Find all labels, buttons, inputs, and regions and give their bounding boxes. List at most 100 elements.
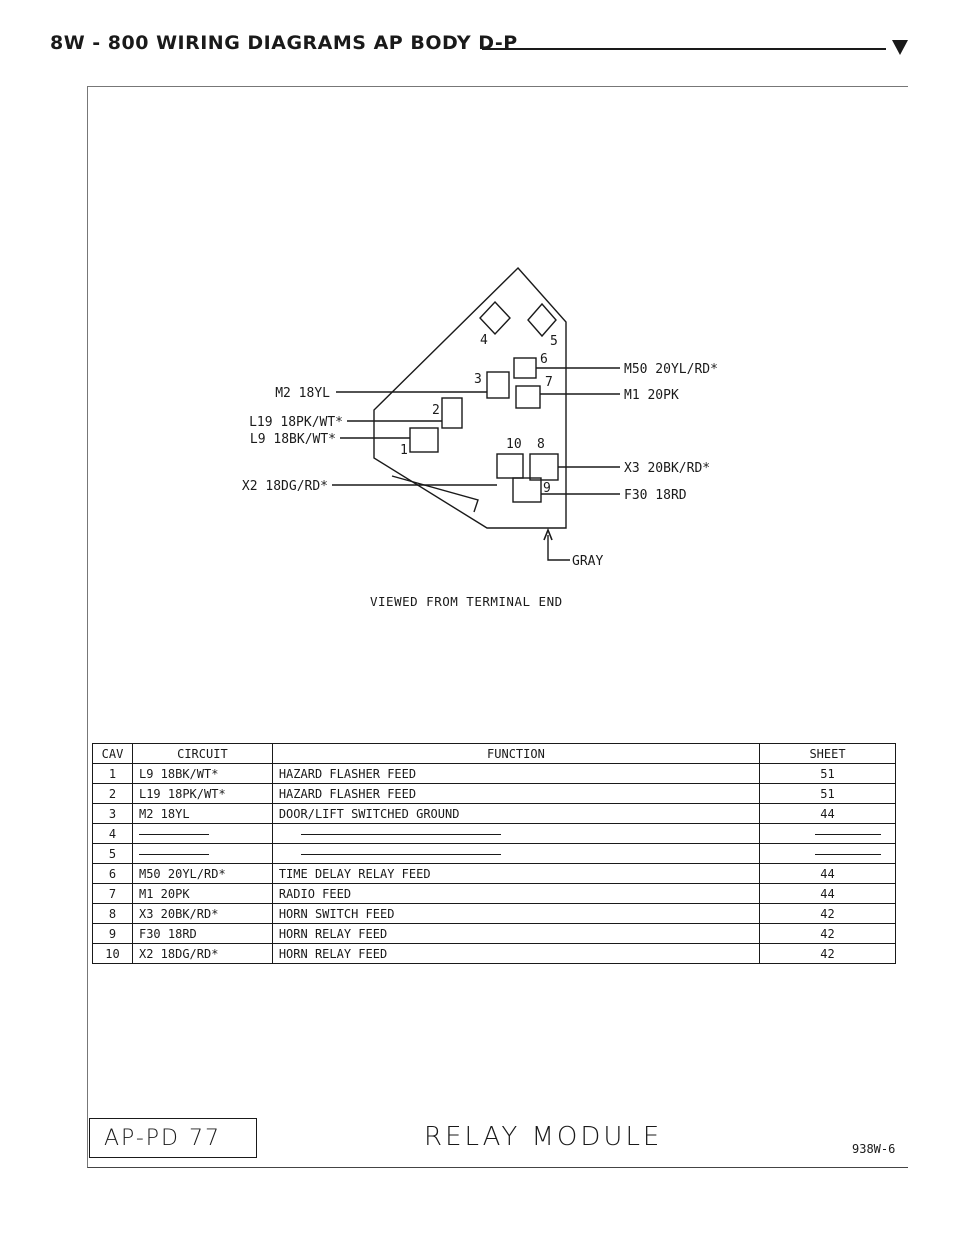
- table-row: 6 M50 20YL/RD* TIME DELAY RELAY FEED 44: [92, 863, 896, 884]
- cav-cell: 5: [92, 843, 133, 864]
- cavity-1: [409, 427, 439, 453]
- sheet-cell: 42: [759, 903, 896, 924]
- circuit-cell: M2 18YL: [131, 803, 273, 824]
- sheet-cell: 44: [759, 803, 896, 824]
- function-cell: HORN RELAY FEED: [271, 923, 761, 944]
- cavity-10: [496, 453, 524, 479]
- cavity-5: [527, 302, 557, 338]
- unused-dash: [300, 833, 501, 835]
- wire-label-3: M2 18YL: [275, 386, 330, 401]
- function-cell: [271, 823, 761, 844]
- page-header: 8W - 800 WIRING DIAGRAMS AP BODY D-P: [50, 32, 910, 62]
- page-title: 8W - 800 WIRING DIAGRAMS AP BODY D-P: [50, 32, 518, 54]
- triangle-down-icon: [892, 40, 908, 55]
- cav-cell: 9: [92, 923, 133, 944]
- column-header-circuit: CIRCUIT: [131, 743, 273, 764]
- unused-dash: [138, 833, 209, 835]
- sheet-cell: [759, 843, 896, 864]
- table-header-row: CAV CIRCUIT FUNCTION SHEET: [92, 743, 896, 764]
- function-cell: HAZARD FLASHER FEED: [271, 763, 761, 784]
- table-row: 9 F30 18RD HORN RELAY FEED 42: [92, 923, 896, 944]
- cavity-2: [441, 397, 463, 429]
- function-cell: HORN SWITCH FEED: [271, 903, 761, 924]
- pin-number-7: 7: [545, 375, 553, 390]
- column-header-cav: CAV: [92, 743, 133, 764]
- wire-label-8: X3 20BK/RD*: [624, 461, 710, 476]
- cavity-7: [515, 385, 541, 409]
- pin-number-2: 2: [432, 403, 440, 418]
- cavity-table: CAV CIRCUIT FUNCTION SHEET 1 L9 18BK/WT*…: [92, 743, 896, 964]
- cavity-4: [479, 300, 511, 336]
- circuit-cell: L19 18PK/WT*: [131, 783, 273, 804]
- pin-number-9: 9: [543, 481, 551, 496]
- circuit-cell: [131, 823, 273, 844]
- cav-cell: 7: [92, 883, 133, 904]
- unused-dash: [814, 833, 881, 835]
- function-cell: [271, 843, 761, 864]
- function-cell: RADIO FEED: [271, 883, 761, 904]
- connector-diagram: M2 18YL L19 18PK/WT* L9 18BK/WT* X2 18DG…: [242, 266, 718, 569]
- pin-number-5: 5: [550, 334, 558, 349]
- pin-number-3: 3: [474, 372, 482, 387]
- sheet-cell: [759, 823, 896, 844]
- column-header-function: FUNCTION: [271, 743, 761, 764]
- wire-label-9: F30 18RD: [624, 488, 687, 503]
- circuit-cell: F30 18RD: [131, 923, 273, 944]
- cavity-9: [512, 477, 542, 503]
- view-note: VIEWED FROM TERMINAL END: [370, 594, 563, 609]
- sheet-cell: 51: [759, 763, 896, 784]
- sheet-cell: 44: [759, 863, 896, 884]
- wire-label-2: L19 18PK/WT*: [249, 415, 343, 430]
- circuit-cell: X3 20BK/RD*: [131, 903, 273, 924]
- connector-color-label: GRAY: [572, 554, 603, 569]
- pin-number-4: 4: [480, 333, 488, 348]
- figure-code: 938W-6: [852, 1142, 896, 1156]
- table-row: 8 X3 20BK/RD* HORN SWITCH FEED 42: [92, 903, 896, 924]
- cav-cell: 3: [92, 803, 133, 824]
- header-rule: [482, 48, 886, 50]
- connector-tab: [391, 475, 479, 513]
- pin-number-1: 1: [400, 443, 408, 458]
- wire-label-10: X2 18DG/RD*: [242, 479, 328, 494]
- sheet-cell: 42: [759, 923, 896, 944]
- circuit-cell: M50 20YL/RD*: [131, 863, 273, 884]
- function-cell: HAZARD FLASHER FEED: [271, 783, 761, 804]
- table-row: 1 L9 18BK/WT* HAZARD FLASHER FEED 51: [92, 763, 896, 784]
- pin-number-10: 10: [506, 437, 522, 452]
- sheet-frame: [87, 86, 908, 1168]
- color-arrow: [543, 527, 553, 541]
- unused-dash: [300, 853, 501, 855]
- color-leader: [547, 535, 570, 561]
- sheet-cell: 42: [759, 943, 896, 964]
- cav-cell: 4: [92, 823, 133, 844]
- wire-label-6: M50 20YL/RD*: [624, 362, 718, 377]
- table-row: 7 M1 20PK RADIO FEED 44: [92, 883, 896, 904]
- wire-label-1: L9 18BK/WT*: [250, 432, 336, 447]
- connector-outline: [373, 266, 567, 529]
- table-row: 5: [92, 843, 896, 864]
- component-title: RELAY MODULE: [424, 1122, 663, 1152]
- table-row: 2 L19 18PK/WT* HAZARD FLASHER FEED 51: [92, 783, 896, 804]
- cavity-6: [513, 357, 537, 379]
- unused-dash: [814, 853, 881, 855]
- column-header-sheet: SHEET: [759, 743, 896, 764]
- cavity-8: [529, 453, 559, 481]
- cav-cell: 1: [92, 763, 133, 784]
- pin-number-6: 6: [540, 352, 548, 367]
- table-row: 4: [92, 823, 896, 844]
- circuit-cell: M1 20PK: [131, 883, 273, 904]
- pin-number-8: 8: [537, 437, 545, 452]
- cav-cell: 6: [92, 863, 133, 884]
- circuit-cell: [131, 843, 273, 864]
- page-reference: AP-PD 77: [89, 1118, 257, 1158]
- sheet-cell: 44: [759, 883, 896, 904]
- sheet-cell: 51: [759, 783, 896, 804]
- circuit-cell: L9 18BK/WT*: [131, 763, 273, 784]
- wire-label-7: M1 20PK: [624, 388, 679, 403]
- unused-dash: [138, 853, 209, 855]
- table-row: 10 X2 18DG/RD* HORN RELAY FEED 42: [92, 943, 896, 964]
- function-cell: TIME DELAY RELAY FEED: [271, 863, 761, 884]
- cavity-3: [486, 371, 510, 399]
- cav-cell: 10: [92, 943, 133, 964]
- cav-cell: 2: [92, 783, 133, 804]
